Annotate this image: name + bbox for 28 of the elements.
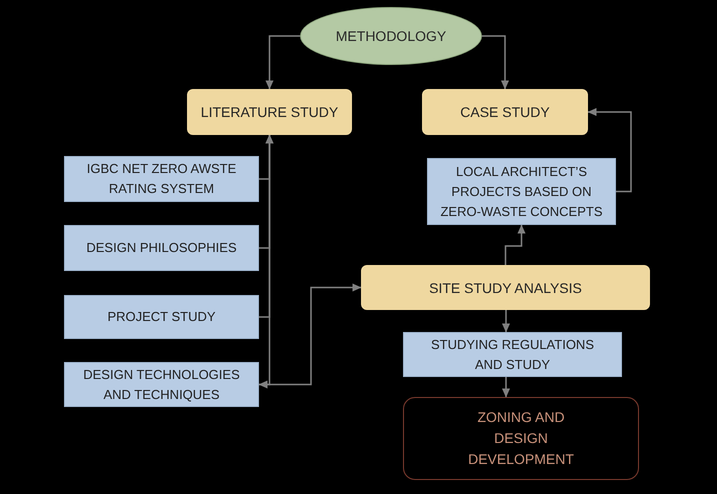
node-label: PROJECT STUDY [107,308,216,326]
process-box [64,362,259,407]
process-box [403,332,622,377]
node-label: LOCAL ARCHITECT’S PROJECTS BASED ON ZERO-WASTE CONCEPTS [439,162,604,220]
node-label: ZONING AND DESIGN DEVELOPMENT [467,408,575,469]
arrow [266,35,300,90]
arrow [502,310,510,332]
outcome-box [403,397,639,480]
arrow [258,284,362,388]
process-box [427,158,616,225]
process-box [361,265,650,310]
node-label: CASE STUDY [460,103,550,122]
process-box [64,295,259,339]
arrow [588,108,632,192]
process-box [187,89,352,135]
node-label: SITE STUDY ANALYSIS [429,278,582,298]
process-box [64,225,259,271]
node-label: IGBC NET ZERO AWSTE RATING SYSTEM [86,160,238,198]
node-label: METHODOLOGY [336,27,446,46]
node-label: STUDYING REGULATIONS AND STUDY [430,336,595,374]
node-label: DESIGN TECHNOLOGIES AND TECHNIQUES [82,366,241,404]
node-label: DESIGN PHILOSOPHIES [86,239,237,257]
arrow [502,377,510,398]
process-box [64,156,259,202]
process-box [422,89,588,135]
node-label: LITERATURE STUDY [200,103,338,122]
arrow [482,35,509,90]
arrow [504,224,526,265]
